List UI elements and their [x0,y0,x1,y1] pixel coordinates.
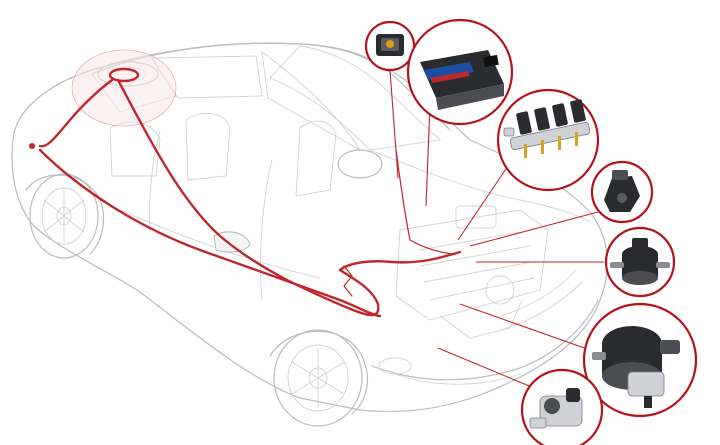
sensor-plug-icon [376,34,404,56]
tank-highlight [71,49,177,127]
filter-icon [610,238,670,285]
controller-box-icon [420,50,504,110]
callout-multivalve [520,368,604,445]
injector-rail-icon [503,99,591,158]
callout-ecu-controller [406,18,514,126]
valve-icon [529,388,583,429]
reducer-icon [592,326,680,408]
gas-line-routing [29,67,462,318]
map-sensor-icon [604,170,640,212]
callout-gas-filter [604,226,676,298]
leader-lines [389,69,604,389]
callout-reducer-vaporizer [582,302,698,418]
callout-map-sensor [590,160,654,224]
callout-fuel-level-sensor [364,20,416,72]
callout-injector-rail [496,88,600,192]
